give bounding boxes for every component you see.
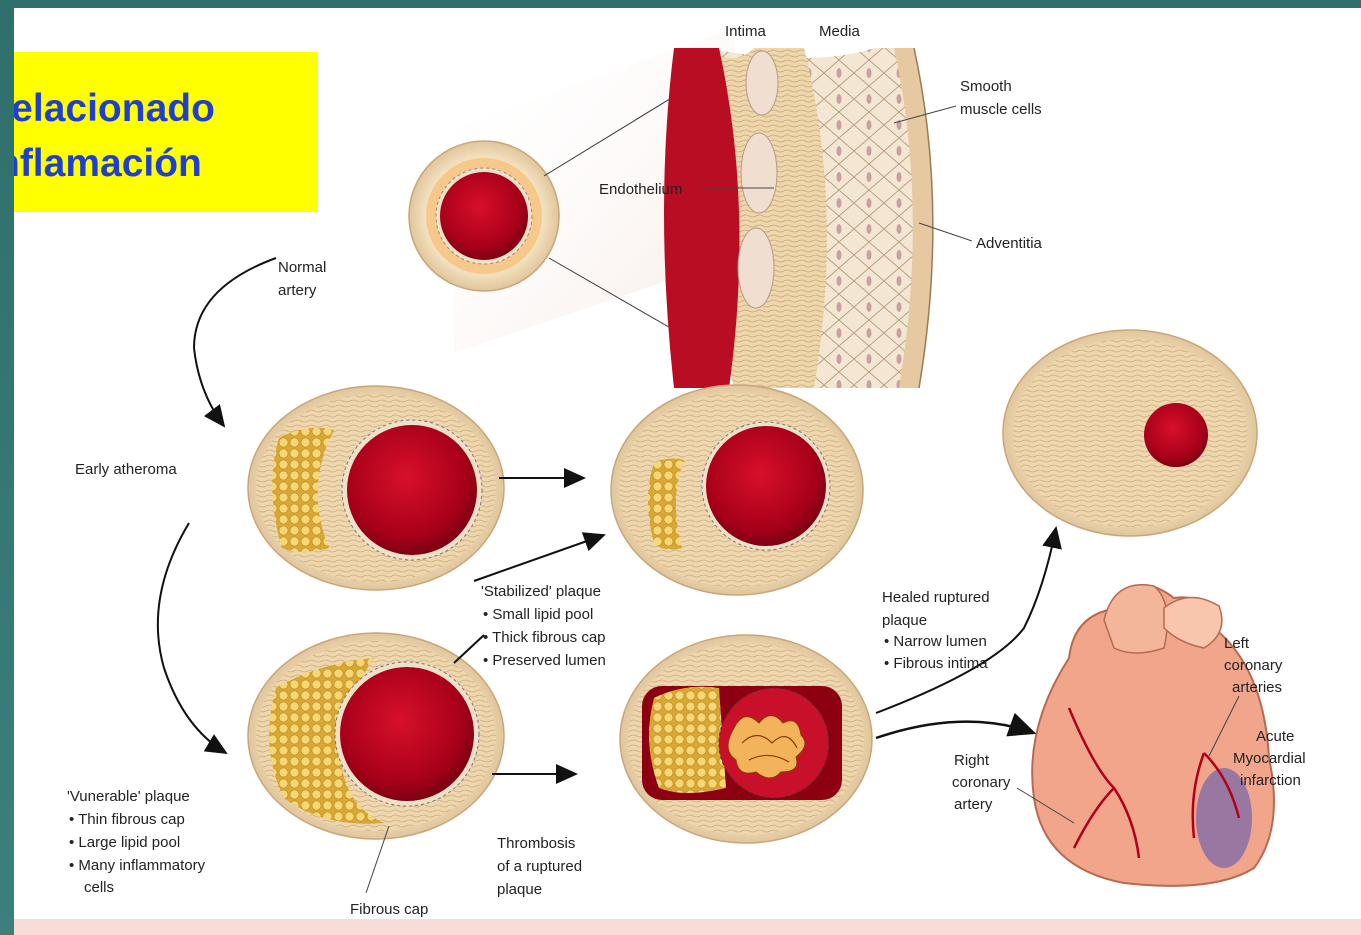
label-left-coronary-3: arteries <box>1232 679 1282 696</box>
label-healed-1: Healed ruptured <box>882 589 990 606</box>
label-stabilized-b3: • Preserved lumen <box>483 652 606 669</box>
thrombosis-plaque <box>620 635 872 843</box>
label-stabilized-b1: • Small lipid pool <box>483 606 593 623</box>
title-line-2: nflamación <box>14 142 202 186</box>
label-right-coronary-3: artery <box>954 796 993 813</box>
label-vulnerable-b1: • Thin fibrous cap <box>69 811 185 828</box>
label-media: Media <box>819 23 861 40</box>
label-healed-b2: • Fibrous intima <box>884 655 988 672</box>
vessel-wall-detail <box>664 48 933 388</box>
label-acute-2: Myocardial <box>1233 750 1306 767</box>
arrow-early-to-vulnerable <box>158 523 226 753</box>
title-line-1: relacionado <box>14 87 215 131</box>
label-endothelium: Endothelium <box>599 181 682 198</box>
label-stabilized-b2: • Thick fibrous cap <box>483 629 606 646</box>
label-thrombosis-2: of a ruptured <box>497 858 582 875</box>
label-healed-b1: • Narrow lumen <box>884 633 987 650</box>
slide-canvas: Intima Media Smooth muscle cells Endothe… <box>14 8 1361 935</box>
label-normal-artery-2: artery <box>278 282 317 299</box>
vulnerable-plaque <box>248 633 504 839</box>
arrow-to-stabilized <box>474 535 604 581</box>
arrow-normal-to-early <box>194 258 276 426</box>
slide-title-box: relacionado nflamación <box>14 52 318 212</box>
label-intima: Intima <box>725 23 767 40</box>
label-normal-artery-1: Normal <box>278 259 326 276</box>
label-adventitia: Adventitia <box>976 235 1043 252</box>
label-vulnerable-b3: • Many inflammatory <box>69 857 206 874</box>
label-vulnerable-title: 'Vunerable' plaque <box>67 788 190 805</box>
healed-plaque <box>1003 330 1257 536</box>
label-smooth-muscle-1: Smooth <box>960 78 1012 95</box>
label-vulnerable-b4: cells <box>84 879 114 896</box>
slide-left-border <box>0 0 14 935</box>
label-left-coronary-2: coronary <box>1224 657 1283 674</box>
label-early-atheroma: Early atheroma <box>75 461 177 478</box>
heart-illustration <box>1032 585 1274 886</box>
early-atheroma <box>248 386 504 590</box>
label-acute-3: infarction <box>1240 772 1301 789</box>
label-acute-1: Acute <box>1256 728 1294 745</box>
line-vulnerable-to-label <box>454 635 484 663</box>
label-stabilized-title: 'Stabilized' plaque <box>481 583 601 600</box>
label-right-coronary-1: Right <box>954 752 990 769</box>
label-healed-2: plaque <box>882 612 927 629</box>
label-thrombosis-1: Thrombosis <box>497 835 575 852</box>
arrow-thrombosis-to-heart <box>876 722 1034 738</box>
label-fibrous-cap: Fibrous cap <box>350 901 428 918</box>
label-smooth-muscle-2: muscle cells <box>960 101 1042 118</box>
stabilized-plaque <box>611 385 863 595</box>
label-right-coronary-2: coronary <box>952 774 1011 791</box>
label-left-coronary-1: Left <box>1224 635 1250 652</box>
label-vulnerable-b2: • Large lipid pool <box>69 834 180 851</box>
label-thrombosis-3: plaque <box>497 881 542 898</box>
